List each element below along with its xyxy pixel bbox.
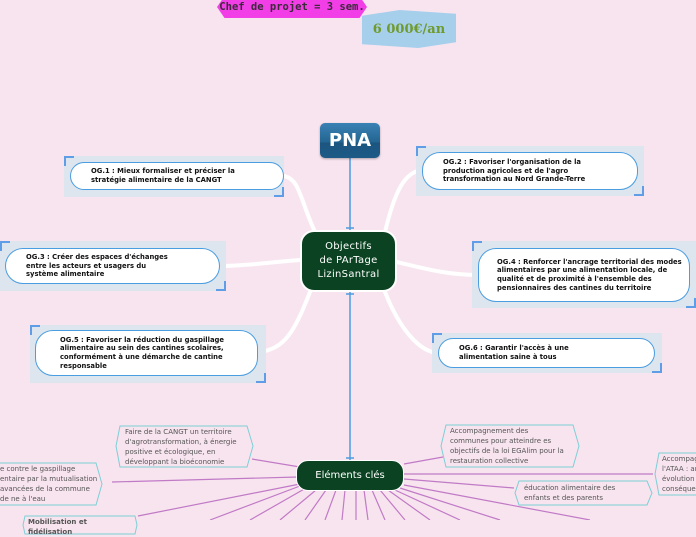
objective-text: OG.6 : Garantir l'accès à une alimentati… bbox=[459, 344, 569, 361]
central-line: LizinSantral bbox=[317, 269, 380, 280]
cost-text: 6 000€/an bbox=[372, 21, 446, 37]
element-item[interactable]: e contre le gaspillage entaire par la mu… bbox=[0, 462, 113, 506]
element-text: Mobilisation et fidélisation bbox=[28, 518, 87, 536]
objective-text: OG.3 : Créer des espaces d'échanges entr… bbox=[26, 253, 168, 279]
elements-cles-node[interactable]: Eléments clés bbox=[296, 460, 404, 491]
objective-og5[interactable]: OG.5 : Favoriser la réduction du gaspill… bbox=[35, 330, 258, 376]
objective-og2[interactable]: OG.2 : Favoriser l'organisation de la pr… bbox=[422, 152, 638, 190]
element-item[interactable]: Faire de la CANGT un territoire d'agrotr… bbox=[115, 425, 254, 468]
element-text: Accompag l'ATAA : an évolution conséquen bbox=[662, 455, 696, 493]
element-item[interactable]: éducation alimentaire des enfants et des… bbox=[514, 480, 653, 506]
element-text: Faire de la CANGT un territoire d'agrotr… bbox=[125, 427, 237, 466]
element-item[interactable]: Accompagnement des communes pour atteind… bbox=[440, 424, 580, 468]
element-text: éducation alimentaire des enfants et des… bbox=[524, 484, 616, 502]
element-item[interactable]: Mobilisation et fidélisation bbox=[22, 515, 138, 536]
connectors bbox=[111, 158, 653, 520]
objective-text: OG.4 : Renforcer l'ancrage territorial d… bbox=[497, 257, 682, 292]
cost-note[interactable]: 6 000€/an bbox=[362, 10, 456, 48]
central-line: Objectifs bbox=[325, 241, 372, 252]
objective-og3[interactable]: OG.3 : Créer des espaces d'échanges entr… bbox=[5, 248, 220, 284]
element-text: e contre le gaspillage entaire par la mu… bbox=[0, 465, 98, 503]
objective-og6[interactable]: OG.6 : Garantir l'accès à une alimentati… bbox=[438, 338, 655, 368]
objective-text: OG.5 : Favoriser la réduction du gaspill… bbox=[60, 335, 225, 370]
central-line: de PArTage bbox=[319, 255, 378, 266]
pna-node[interactable]: PNA bbox=[320, 123, 380, 158]
chef-de-projet-note[interactable]: Chef de projet = 3 sem. bbox=[217, 0, 367, 18]
objective-text: OG.1 : Mieux formaliser et préciser la s… bbox=[91, 167, 235, 184]
objective-text: OG.2 : Favoriser l'organisation de la pr… bbox=[443, 158, 586, 184]
element-item[interactable]: Accompag l'ATAA : an évolution conséquen bbox=[654, 452, 696, 496]
chef-text: Chef de projet = 3 sem. bbox=[219, 1, 365, 13]
objective-og1[interactable]: OG.1 : Mieux formaliser et préciser la s… bbox=[70, 162, 284, 190]
element-text: Accompagnement des communes pour atteind… bbox=[450, 427, 564, 465]
objective-og4[interactable]: OG.4 : Renforcer l'ancrage territorial d… bbox=[478, 248, 690, 302]
